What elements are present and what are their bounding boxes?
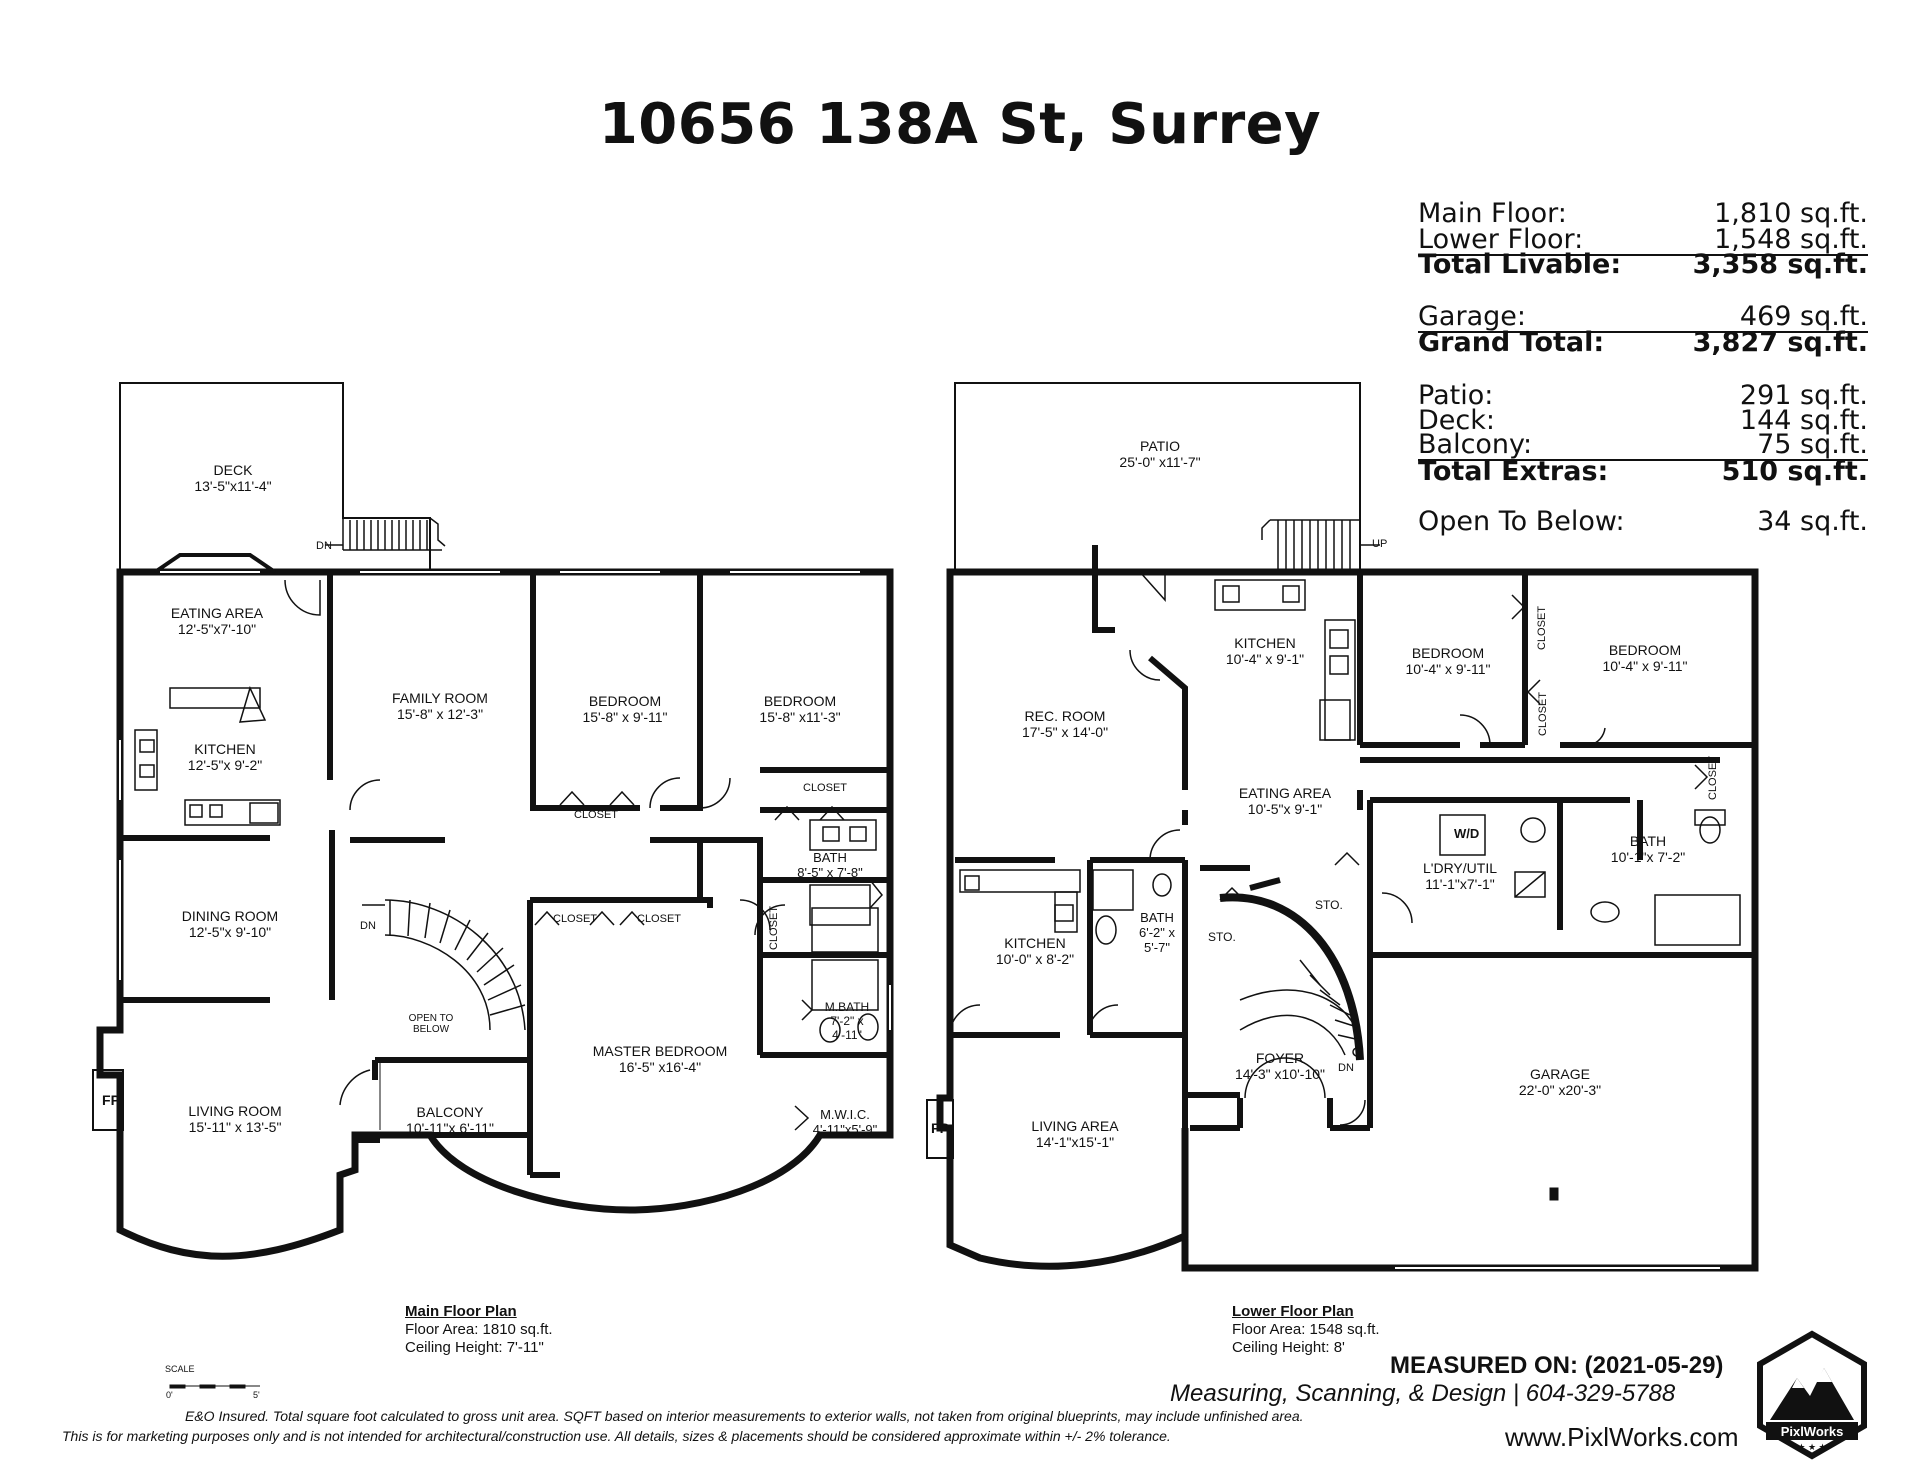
pixlworks-logo: PixlWorks ★ ★ ★ <box>1752 1330 1872 1460</box>
storage-label: STO. <box>1315 898 1343 912</box>
stair-down-label: DN <box>360 920 376 932</box>
summary-garage: Garage:469 sq.ft. <box>1418 301 1868 333</box>
scale-start-label: 0' <box>166 1390 173 1400</box>
scale-label: SCALE <box>165 1364 195 1374</box>
disclaimer-line-2: This is for marketing purposes only and … <box>62 1428 1171 1444</box>
summary-open-to-below: Open To Below:34 sq.ft. <box>1418 506 1868 537</box>
scale-bar <box>169 1384 260 1389</box>
summary-balcony: Balcony:75 sq.ft. <box>1418 429 1868 461</box>
main-floor-caption: Main Floor Plan Floor Area: 1810 sq.ft. … <box>405 1303 553 1356</box>
mountain-logo-icon: PixlWorks ★ ★ ★ <box>1757 1330 1867 1460</box>
svg-text:PixlWorks: PixlWorks <box>1781 1424 1844 1439</box>
page-title: 10656 138A St, Surrey <box>598 92 1322 157</box>
website-link[interactable]: www.PixlWorks.com <box>1505 1422 1739 1452</box>
lower-floor-plan <box>926 382 1759 1272</box>
closet-label: CLOSET <box>803 782 848 794</box>
stair-down-label: DN <box>1338 1062 1354 1074</box>
company-line: Measuring, Scanning, & Design | 604-329-… <box>1170 1380 1676 1407</box>
fireplace-label: FP <box>931 1120 949 1136</box>
summary-total-livable: Total Livable:3,358 sq.ft. <box>1418 249 1868 280</box>
storage-label: STO. <box>1208 930 1236 944</box>
closet-label: CLOSET <box>553 913 598 925</box>
summary-main-floor: Main Floor:1,810 sq.ft. <box>1418 198 1868 229</box>
closet-label: CLOSET <box>574 809 619 821</box>
summary-deck: Deck:144 sq.ft. <box>1418 405 1868 436</box>
disclaimer-line-1: E&O Insured. Total square foot calculate… <box>185 1408 1304 1424</box>
open-to-below-label: OPEN TO BELOW <box>408 1013 454 1035</box>
fireplace-label: FP <box>102 1092 120 1108</box>
summary-patio: Patio:291 sq.ft. <box>1418 380 1868 411</box>
summary-lower-floor: Lower Floor:1,548 sq.ft. <box>1418 224 1868 256</box>
summary-grand-total: Grand Total:3,827 sq.ft. <box>1418 327 1868 358</box>
washer-dryer-label: W/D <box>1454 826 1480 841</box>
closet-label: CLOSET <box>637 913 682 925</box>
stair-down-label: DN <box>316 540 332 552</box>
stair-up-label: UP <box>1372 538 1388 550</box>
closet-label: CLOSET <box>768 905 780 950</box>
closet-label: CLOSET <box>1536 605 1548 650</box>
room-label-walk-in-closet: M.W.I.C.4'-11"x5'-9" <box>812 1107 878 1137</box>
closet-label: CLOSET <box>1707 755 1719 800</box>
scale-end-label: 5' <box>253 1390 260 1400</box>
closet-label: CLOSET <box>1537 691 1549 736</box>
summary-total-extras: Total Extras:510 sq.ft. <box>1418 456 1868 487</box>
lower-floor-caption: Lower Floor Plan Floor Area: 1548 sq.ft.… <box>1232 1303 1380 1356</box>
measured-on: MEASURED ON: (2021-05-29) <box>1390 1352 1724 1379</box>
main-floor-plan <box>92 382 894 1260</box>
svg-text:★ ★ ★: ★ ★ ★ <box>1797 1442 1826 1452</box>
